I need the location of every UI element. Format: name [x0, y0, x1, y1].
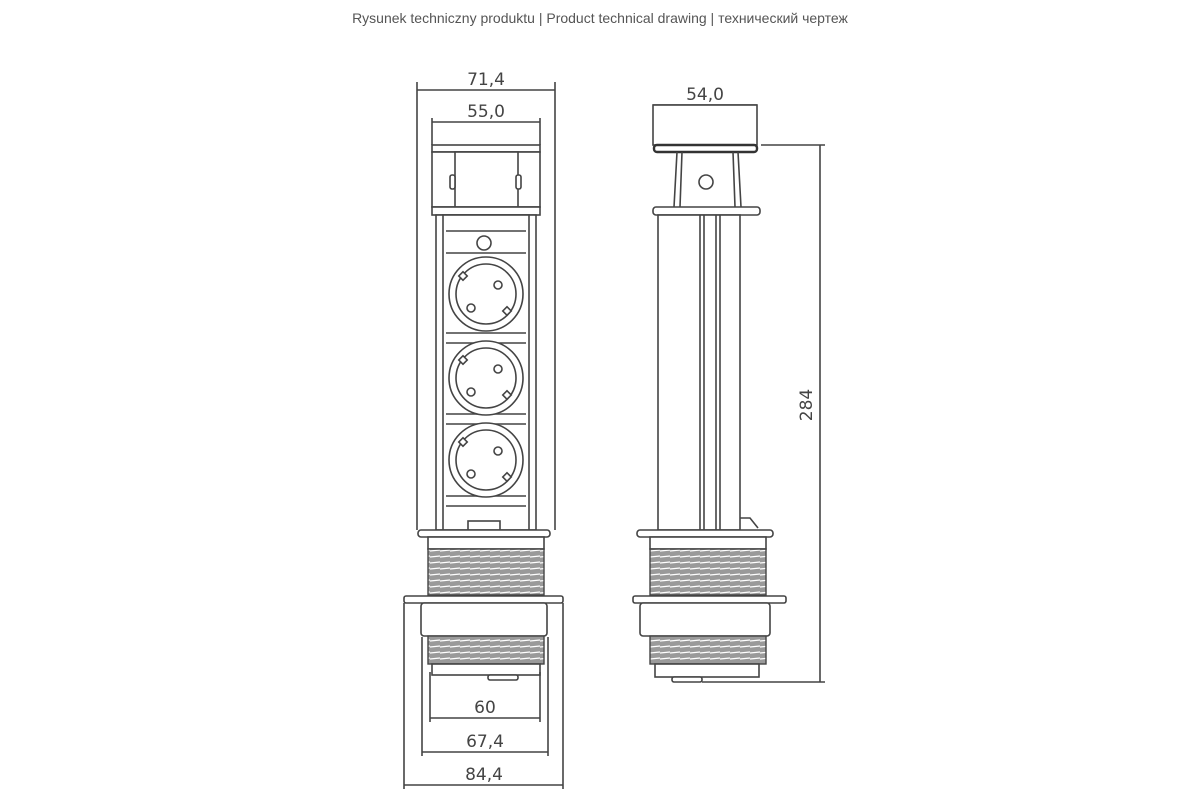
dim-label-84-4: 84,4	[465, 765, 503, 785]
dim-label-60: 60	[474, 698, 496, 718]
dim-line-67-4: 67,4	[421, 637, 549, 756]
drawing-title: Rysunek techniczny produktu | Product te…	[352, 10, 848, 26]
dim-line-284: 284	[702, 144, 825, 683]
dim-label-55-0: 55,0	[467, 102, 505, 122]
dim-line-60: 60	[429, 672, 541, 722]
dim-line-84-4: 84,4	[403, 603, 564, 789]
indicator-light-icon	[476, 235, 492, 251]
dim-label-71-4: 71,4	[467, 70, 505, 90]
socket-icon	[448, 340, 524, 416]
dim-line-54-0: 54,0	[653, 85, 757, 106]
dim-label-54-0: 54,0	[686, 85, 724, 105]
socket-icon	[448, 422, 524, 498]
dim-label-284: 284	[797, 389, 817, 421]
side-view: 54,0 284	[632, 85, 825, 683]
socket-icon	[448, 256, 524, 332]
dim-label-67-4: 67,4	[466, 732, 504, 752]
dim-line-71-4: 71,4	[416, 70, 556, 530]
front-view: 71,4 55,0	[403, 70, 564, 789]
dim-line-55-0: 55,0	[431, 102, 541, 145]
